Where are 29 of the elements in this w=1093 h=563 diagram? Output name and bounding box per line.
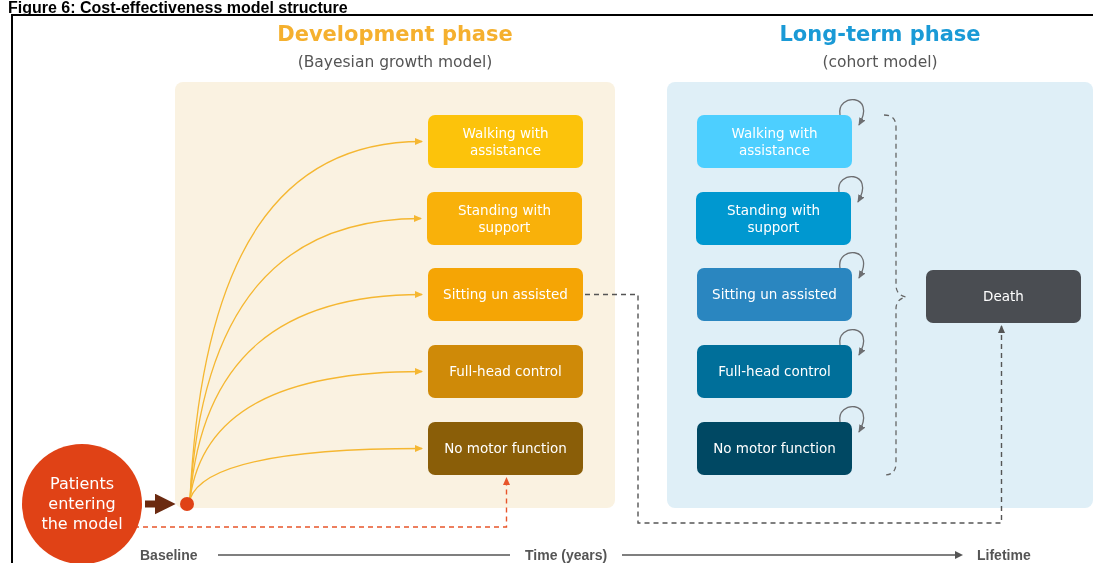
arrow [584, 293, 1005, 524]
state-label: Patients entering the model [40, 474, 124, 534]
timeline-label: Time (years) [525, 547, 608, 563]
self-loop-arrow [839, 252, 866, 279]
state-box: Sitting un assisted [428, 268, 583, 321]
self-loop-arrow [839, 406, 866, 433]
state-box: Full-head control [428, 345, 583, 398]
figure-title: Figure 6: Cost-effectiveness model structure [8, 0, 348, 17]
state-box: No motor function [428, 422, 583, 475]
start-dot [180, 497, 194, 511]
state-box: Sitting un assisted [697, 268, 852, 321]
self-loop-arrow [839, 329, 866, 356]
state-box: No motor function [697, 422, 852, 475]
timeline-label: Baseline [140, 547, 198, 563]
phase-subheading: (cohort model) [822, 53, 938, 71]
state-box: Walking with assistance [428, 115, 583, 168]
phase-subheading: (Bayesian growth model) [297, 53, 493, 71]
state-box: Walking with assistance [697, 115, 852, 168]
arrow [189, 138, 423, 500]
state-box: Full-head control [697, 345, 852, 398]
state-box: Standing with support [696, 192, 851, 245]
state-box: Standing with support [427, 192, 582, 245]
self-loop-arrow [838, 176, 865, 203]
timeline-label: Lifetime [977, 547, 1031, 563]
phase-heading: Development phase [277, 22, 513, 46]
phase-heading: Long-term phase [779, 22, 981, 46]
self-loop-arrow [839, 99, 866, 126]
state-box: Death [926, 270, 1081, 323]
arrow [189, 445, 423, 500]
